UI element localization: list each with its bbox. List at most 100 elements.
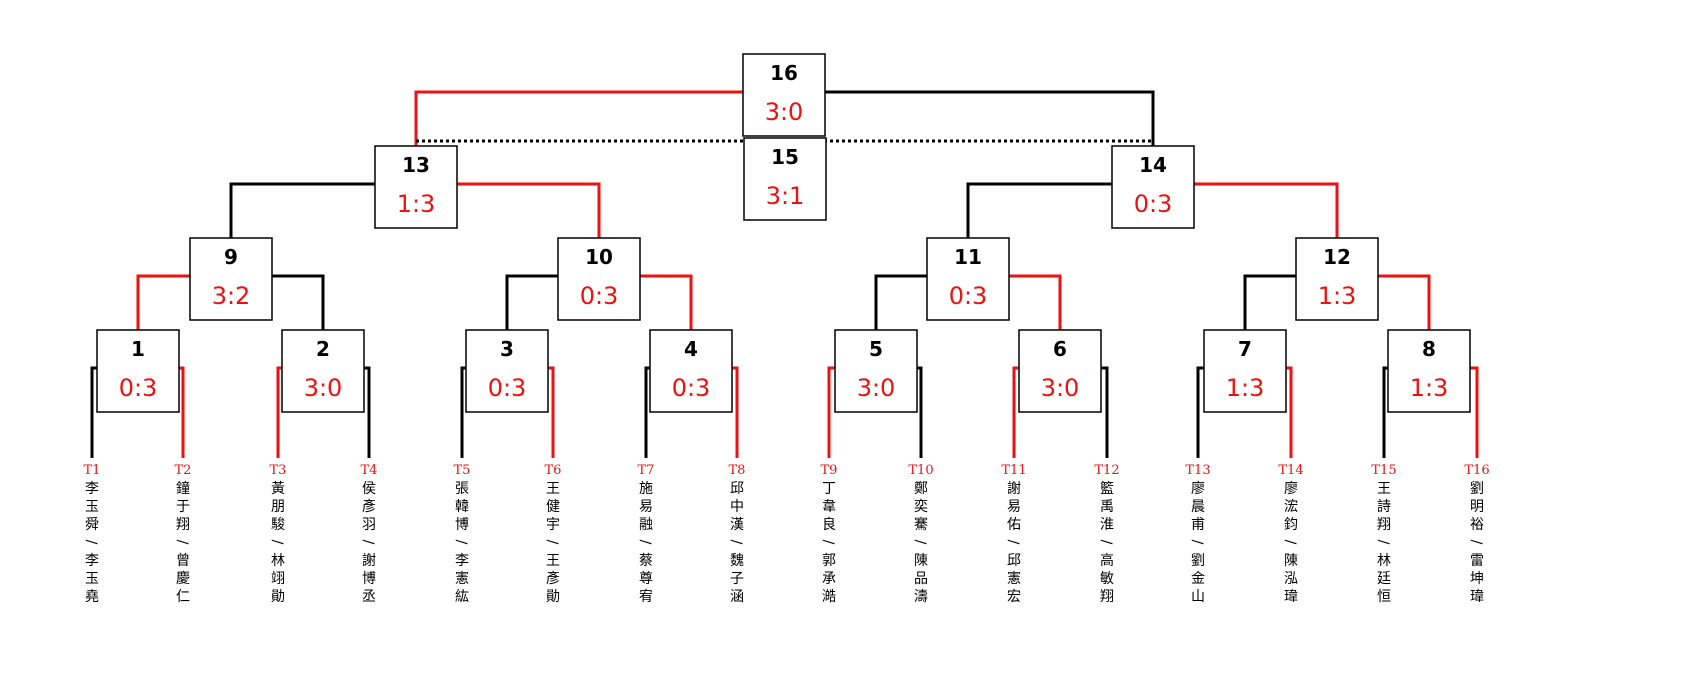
match-box-12: 121:3 (1295, 237, 1379, 321)
team-id: T8 (729, 463, 746, 478)
team-name-player-2: 金 (1191, 571, 1205, 587)
team-name-player-2: 宥 (639, 588, 653, 605)
team-name-player-2: 澔 (822, 589, 836, 605)
match-box-frame (1295, 237, 1379, 321)
team-name-player-2: 郭 (822, 552, 836, 569)
match-box-9: 93:2 (189, 237, 273, 321)
team-name-separator: / (728, 540, 744, 545)
team-id: T15 (1371, 463, 1396, 478)
team-name-player-2: 慶 (176, 571, 190, 587)
team-name-player-1: 鄭 (914, 481, 928, 497)
team-id: T5 (454, 463, 471, 478)
match-number: 14 (1139, 153, 1167, 177)
team-name-player-1: 佑 (1007, 517, 1021, 533)
bracket-line-team-5 (460, 366, 466, 458)
team-name-player-2: 勛 (271, 589, 285, 605)
team-name-separator: / (1282, 540, 1298, 545)
match-box-frame (1203, 329, 1287, 413)
team-name-player-1: 裕 (1470, 517, 1484, 533)
team-id: T7 (638, 463, 655, 478)
match-boxes: 10:323:030:340:353:063:071:381:393:2100:… (96, 53, 1471, 413)
match-box-frame (1111, 145, 1195, 229)
bracket-line-team-6 (548, 366, 555, 458)
match-score: 1:3 (1318, 282, 1357, 310)
team-name-separator: / (544, 540, 560, 545)
team-name-player-2: 山 (1191, 589, 1205, 605)
team-name-player-1: 玉 (85, 499, 99, 515)
team-id: T13 (1185, 463, 1210, 478)
team-name-separator: / (1005, 540, 1021, 545)
match-box-frame (926, 237, 1010, 321)
match-score: 0:3 (949, 282, 988, 310)
team-name-player-1: 廖 (1284, 480, 1298, 497)
team-name-player-1: 翔 (1377, 517, 1391, 533)
team-name-player-1: 張 (455, 481, 469, 497)
bracket-line-team-13 (1196, 366, 1204, 458)
bracket-line-team-9 (827, 366, 835, 458)
match-box-15: 153:1 (743, 137, 827, 221)
team-name-player-1: 甫 (1191, 517, 1205, 533)
team-name-player-1: 鐘 (176, 480, 190, 497)
team-name-player-2: 雷 (1470, 553, 1484, 569)
team-name-player-1: 丁 (822, 481, 836, 497)
match-score: 1:3 (1410, 374, 1449, 402)
team-name-player-1: 淮 (1100, 517, 1114, 533)
match-score: 0:3 (1134, 190, 1173, 218)
bracket-line-m12-to-m14 (1194, 182, 1339, 238)
bracket-line-team-12 (1101, 366, 1109, 458)
team-name-player-2: 憲 (1007, 570, 1021, 587)
match-number: 16 (770, 61, 798, 85)
team-name-player-1: 翔 (176, 517, 190, 533)
team-name-player-2: 泓 (1284, 571, 1298, 587)
match-score: 1:3 (1226, 374, 1265, 402)
match-score: 3:1 (766, 182, 805, 210)
match-box-frame (281, 329, 365, 413)
team-name-player-2: 坤 (1470, 571, 1484, 587)
team-name-player-2: 林 (1377, 553, 1391, 569)
team-name-player-1: 王 (546, 481, 560, 497)
team-name-player-2: 蔡 (639, 553, 653, 569)
team-name-separator: / (174, 540, 190, 545)
match-number: 8 (1422, 337, 1436, 361)
team-id: T9 (821, 463, 838, 478)
team-name-player-2: 勛 (546, 589, 560, 605)
bracket-line-team-14 (1286, 366, 1293, 458)
team-name-player-2: 魏 (730, 553, 744, 569)
team-id: T11 (1001, 463, 1026, 478)
team-name-separator: / (1189, 540, 1205, 545)
match-box-7: 71:3 (1203, 329, 1287, 413)
bracket-line-m6-to-m11 (1009, 274, 1062, 330)
team-name-player-1: 劉 (1470, 481, 1484, 497)
team-name-player-1: 朋 (271, 499, 285, 515)
team-name-player-2: 仁 (176, 589, 190, 605)
match-box-10: 100:3 (557, 237, 641, 321)
team-name-player-1: 中 (730, 499, 744, 515)
team-name-player-2: 翔 (1100, 589, 1114, 605)
team-name-player-1: 駿 (271, 517, 285, 533)
bracket-line-m13-to-m16 (414, 90, 743, 146)
match-score: 3:0 (1041, 374, 1080, 402)
match-number: 11 (954, 245, 982, 269)
team-name-player-1: 奕 (914, 499, 928, 515)
match-box-2: 23:0 (281, 329, 365, 413)
team-name-player-2: 瑋 (1284, 589, 1298, 605)
match-box-6: 63:0 (1018, 329, 1102, 413)
match-box-8: 8 1:3 (1387, 329, 1471, 413)
match-box-frame (649, 329, 733, 413)
match-box-5: 53:0 (834, 329, 918, 413)
team-name-player-1: 易 (1007, 499, 1021, 515)
bracket-line-m3-to-m10 (505, 274, 558, 330)
match-score: 0:3 (488, 374, 527, 402)
team-name-player-1: 鈞 (1284, 517, 1298, 533)
bracket-line-team-15 (1382, 366, 1388, 458)
bracket-line-m2-to-m9 (272, 274, 325, 330)
team-name-player-1: 騫 (914, 516, 928, 533)
team-name-player-1: 彥 (362, 498, 376, 515)
